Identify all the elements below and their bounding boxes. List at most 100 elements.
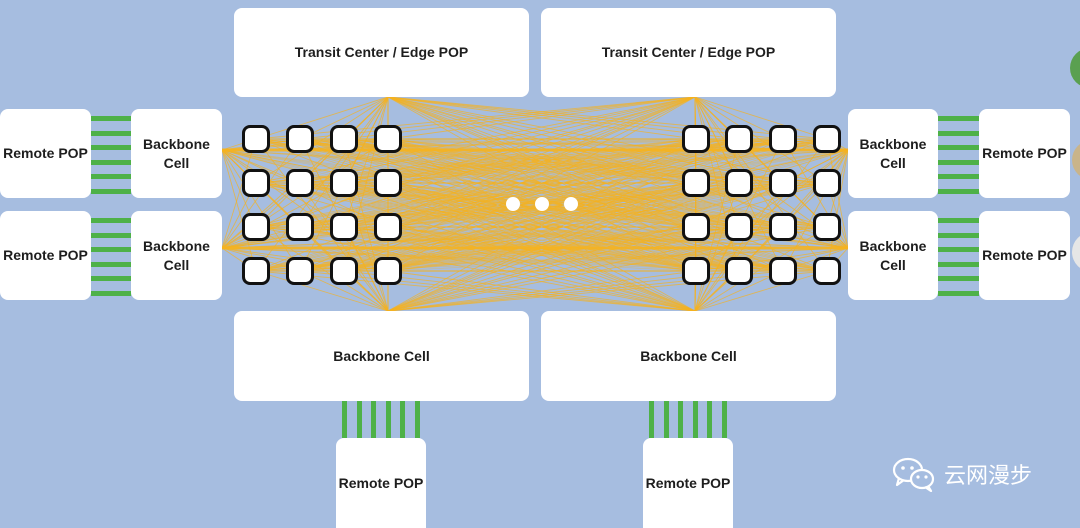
mesh-hub-link	[694, 226, 828, 312]
link-bottom-left-4	[400, 401, 405, 438]
mesh-link	[387, 182, 784, 272]
link-right-top-2	[938, 145, 979, 150]
mesh-side-link	[221, 149, 740, 184]
link-right-top-1	[938, 130, 979, 136]
mesh-hub-link	[387, 96, 696, 228]
mesh-hub-link	[343, 270, 696, 312]
mesh-side-link	[221, 138, 784, 249]
mesh-hub-link	[255, 226, 696, 312]
mesh-side-link	[221, 247, 345, 272]
router-node-right-0-0	[682, 125, 710, 153]
link-bottom-left-2	[371, 401, 376, 438]
mesh-hub-link	[694, 96, 784, 140]
mesh-side-link	[221, 149, 697, 184]
mesh-side-link	[221, 149, 301, 272]
router-node-right-2-2	[769, 213, 797, 241]
router-node-right-2-1	[725, 213, 753, 241]
router-node-left-3-2	[330, 257, 358, 285]
mesh-hub-link	[299, 96, 389, 140]
router-node-left-1-3	[374, 169, 402, 197]
mesh-hub-link	[255, 138, 696, 312]
link-bottom-left-1	[356, 401, 362, 438]
mesh-link	[387, 182, 740, 272]
link-right-bottom-1	[938, 232, 979, 238]
router-node-left-3-0	[242, 257, 270, 285]
mesh-side-link	[221, 247, 697, 272]
ellipsis-dot-3	[564, 197, 578, 211]
backbone-cell-right-bottom: Backbone Cell	[848, 211, 938, 300]
mesh-hub-link	[299, 96, 696, 184]
mesh-hub-link	[387, 96, 696, 272]
mesh-hub-link	[387, 96, 828, 272]
mesh-hub-link	[694, 96, 828, 184]
decor-circle-tan	[1072, 140, 1080, 180]
mesh-side-link	[221, 149, 345, 184]
mesh-hub-link	[299, 270, 389, 312]
mesh-hub-link	[694, 270, 828, 312]
link-left-bottom-2	[91, 247, 131, 252]
mesh-side-link	[221, 149, 697, 228]
mesh-side-link	[299, 149, 849, 272]
link-right-bottom-5	[938, 290, 979, 296]
link-left-bottom-4	[91, 276, 131, 281]
link-bottom-right-4	[707, 401, 712, 438]
link-bottom-right-5	[721, 401, 727, 438]
mesh-hub-link	[343, 96, 696, 184]
mesh-hub-link	[387, 138, 784, 312]
ellipsis-dot-2	[535, 197, 549, 211]
mesh-side-link	[343, 138, 849, 151]
mesh-side-link	[387, 226, 849, 249]
router-node-left-1-0	[242, 169, 270, 197]
wechat-icon	[892, 457, 935, 492]
mesh-link	[387, 138, 697, 184]
link-left-top-3	[91, 159, 131, 165]
link-right-bottom-2	[938, 247, 979, 252]
transit-center-right: Transit Center / Edge POP	[541, 8, 836, 97]
mesh-side-link	[221, 149, 828, 228]
mesh-link	[387, 138, 697, 228]
mesh-hub-link	[255, 96, 389, 272]
decor-circle-grey	[1072, 232, 1080, 272]
mesh-side-link	[343, 226, 849, 249]
link-left-top-4	[91, 174, 131, 179]
mesh-hub-link	[299, 270, 696, 312]
mesh-hub-link	[343, 96, 696, 228]
mesh-hub-link	[387, 138, 828, 312]
router-node-left-3-3	[374, 257, 402, 285]
router-node-right-3-1	[725, 257, 753, 285]
mesh-side-link	[221, 149, 389, 184]
backbone-cell-right-top: Backbone Cell	[848, 109, 938, 198]
mesh-hub-link	[694, 138, 828, 312]
mesh-hub-link	[343, 226, 696, 312]
router-node-right-3-0	[682, 257, 710, 285]
mesh-hub-link	[343, 226, 389, 312]
mesh-side-link	[695, 149, 849, 184]
link-left-bottom-1	[91, 232, 131, 238]
mesh-hub-link	[387, 96, 740, 140]
mesh-side-link	[221, 149, 257, 272]
mesh-side-link	[221, 226, 697, 249]
mesh-side-link	[343, 247, 849, 272]
mesh-hub-link	[694, 226, 740, 312]
decor-circle-green	[1070, 48, 1080, 88]
mesh-hub-link	[387, 270, 828, 312]
mesh-hub-link	[387, 96, 784, 228]
transit-center-left: Transit Center / Edge POP	[234, 8, 529, 97]
router-node-right-2-0	[682, 213, 710, 241]
mesh-hub-link	[343, 96, 696, 272]
mesh-hub-link	[299, 96, 696, 228]
mesh-hub-link	[299, 96, 696, 272]
mesh-hub-link	[387, 270, 696, 312]
mesh-hub-link	[255, 270, 389, 312]
mesh-side-link	[221, 247, 740, 272]
link-right-bottom-3	[938, 261, 979, 267]
mesh-side-link	[221, 149, 784, 272]
link-left-top-2	[91, 145, 131, 150]
mesh-hub-link	[387, 96, 740, 272]
link-left-bottom-3	[91, 261, 131, 267]
mesh-hub-link	[387, 96, 696, 140]
link-right-top-0	[938, 116, 979, 121]
mesh-side-link	[343, 149, 849, 184]
mesh-side-link	[343, 182, 849, 249]
